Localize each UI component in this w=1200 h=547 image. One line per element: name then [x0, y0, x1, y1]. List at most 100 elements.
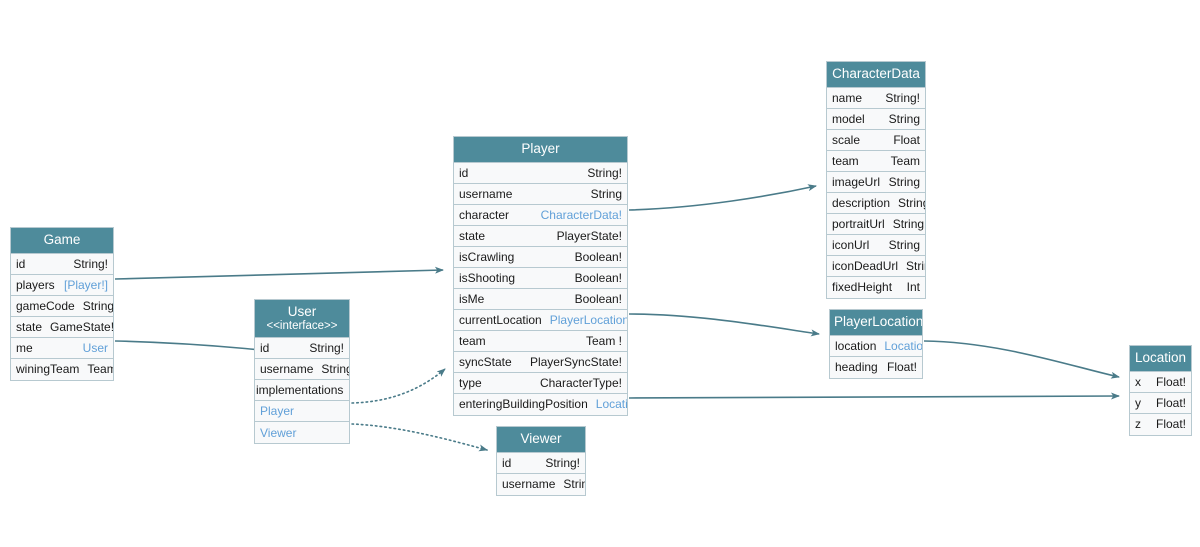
field-row[interactable]: locationLocation!: [830, 335, 922, 357]
field-row[interactable]: enteringBuildingPosition Location: [454, 393, 627, 415]
field-type: Team: [87, 362, 113, 377]
field-row[interactable]: iconDeadUrlString: [827, 255, 925, 277]
edge-player-currentlocation-playerlocation: [628, 313, 820, 337]
field-name: isMe: [459, 291, 485, 306]
edge-playerlocation-location-location: [923, 340, 1120, 379]
field-name: x: [1135, 374, 1141, 389]
field-name: isCrawling: [459, 249, 515, 264]
field-type: Boolean!: [574, 291, 622, 306]
field-name: Viewer: [260, 425, 297, 440]
field-name: state: [459, 228, 486, 243]
field-row[interactable]: heading Float!: [830, 356, 922, 378]
field-type: Float!: [886, 360, 917, 375]
field-name: id: [502, 455, 512, 470]
field-name: type: [459, 375, 482, 390]
field-name: team: [832, 153, 859, 168]
entity-name: Location: [1134, 350, 1187, 365]
entity-header-location: Location: [1130, 346, 1191, 372]
field-name: heading: [835, 360, 878, 375]
field-name: me: [16, 340, 33, 355]
field-name: fixedHeight: [832, 280, 893, 295]
field-name: enteringBuildingPosition: [459, 397, 588, 412]
edge-user-viewer-impl: [351, 423, 488, 452]
entity-header-playerlocation: PlayerLocation: [830, 310, 922, 336]
entity-stereotype: <<interface>>: [266, 319, 338, 332]
field-type: PlayerLocation!: [549, 312, 627, 327]
field-type: String!: [587, 165, 622, 180]
field-name: gameCode: [16, 298, 75, 313]
entity-header-user: User<<interface>>: [255, 300, 349, 339]
field-type: String: [563, 477, 585, 492]
field-row[interactable]: type CharacterType!: [454, 372, 627, 394]
field-name: username: [260, 362, 314, 377]
field-type: String!: [73, 256, 108, 271]
field-row[interactable]: Player: [255, 401, 349, 423]
field-type: PlayerSyncState!: [529, 354, 622, 369]
field-name: y: [1135, 395, 1141, 410]
entity-name: CharacterData: [832, 66, 920, 81]
field-type: String: [898, 195, 925, 210]
field-row[interactable]: isMe Boolean!: [454, 288, 627, 310]
field-type: Boolean!: [574, 249, 622, 264]
entity-playerlocation[interactable]: PlayerLocation locationLocation! heading Fl…: [829, 309, 923, 379]
field-name: id: [260, 341, 270, 356]
edge-player-character-characterdata: [628, 184, 817, 211]
field-row[interactable]: x Float!: [1130, 371, 1191, 393]
field-name: username: [502, 477, 556, 492]
field-name: description: [832, 195, 891, 210]
field-row[interactable]: username String: [497, 473, 585, 495]
entity-name: PlayerLocation: [834, 314, 922, 329]
field-row[interactable]: description String: [827, 192, 925, 214]
field-type: String: [888, 174, 920, 189]
field-row[interactable]: gameCodeString!: [11, 295, 113, 317]
field-type: Float: [893, 132, 920, 147]
field-name: state: [16, 319, 43, 334]
field-type: Location: [595, 397, 627, 412]
field-row[interactable]: id String!: [11, 253, 113, 275]
field-type: CharacterType!: [539, 375, 622, 390]
entity-user[interactable]: User<<interface>>idString!usernameString…: [254, 299, 350, 445]
edge-player-enteringbuildingposition-location: [628, 392, 1120, 400]
entity-name: User: [287, 304, 317, 319]
field-name: id: [16, 256, 26, 271]
field-type: String: [892, 216, 925, 231]
field-name: model: [832, 111, 865, 126]
field-row[interactable]: players[Player!]: [11, 274, 113, 296]
field-type: Float!: [1155, 374, 1186, 389]
field-row[interactable]: Viewer: [255, 422, 349, 444]
field-row[interactable]: isCrawling Boolean!: [454, 246, 627, 268]
field-name: players: [16, 277, 55, 292]
entity-header-characterdata: CharacterData: [827, 62, 925, 88]
field-name: location: [835, 338, 877, 353]
field-row[interactable]: implementations: [255, 380, 349, 402]
